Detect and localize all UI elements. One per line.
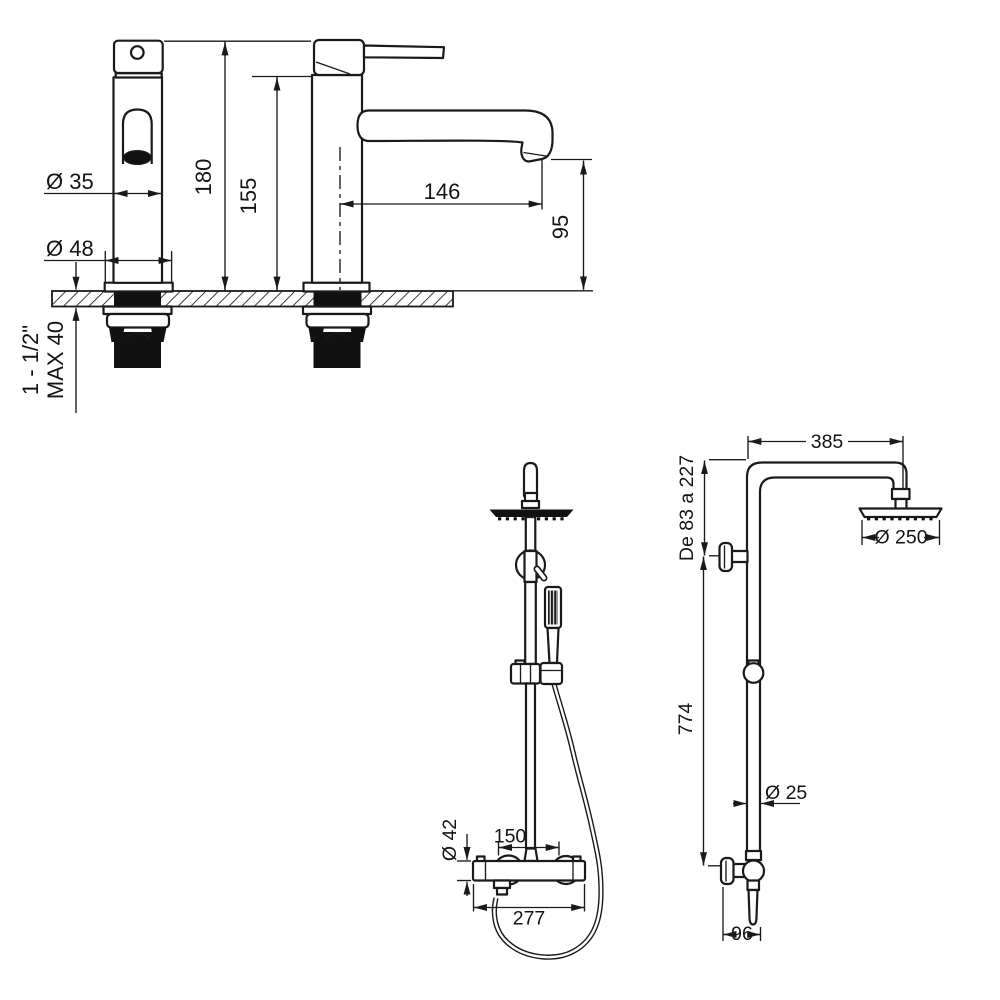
dim-arm-reach: 385 xyxy=(811,431,844,453)
hand-shower-ball-joint xyxy=(741,859,766,883)
dim-spout-reach: 146 xyxy=(424,179,461,204)
tap-cap-dot xyxy=(129,45,145,60)
shower-side-view xyxy=(718,461,943,926)
shower-arm-inner xyxy=(758,476,895,852)
deck-hole-side xyxy=(313,291,362,307)
slider-knob xyxy=(742,662,765,684)
dim-spout-diameter: Ø 35 xyxy=(46,169,94,194)
tap-dimensions: 180 155 Ø 35 Ø 48 1 - 1/2" MAX 40 146 xyxy=(18,40,593,413)
slider-bracket xyxy=(509,662,542,685)
wall-bracket-bottom xyxy=(719,856,735,886)
hand-shower-side-profile xyxy=(747,888,759,926)
tap-base-plate xyxy=(103,281,174,293)
dim-column-height: 774 xyxy=(675,703,697,736)
mounting-deck xyxy=(51,290,454,308)
hose-nut xyxy=(492,879,512,890)
hand-shower-holder xyxy=(539,661,564,686)
tap-front-view xyxy=(102,39,174,368)
hand-shower-handle xyxy=(546,626,560,665)
tap-spout-opening xyxy=(121,108,153,164)
dim-base-diameter: Ø 48 xyxy=(46,236,94,261)
riser-pipe-mid xyxy=(524,580,537,666)
tap-handle-lever xyxy=(362,44,446,60)
mixer-body xyxy=(471,859,587,882)
rain-shower-head-front xyxy=(489,509,574,517)
wall-bracket-top xyxy=(718,541,734,573)
tap-spout xyxy=(356,109,554,163)
riser-pipe-lower xyxy=(524,682,537,850)
head-connector-collar xyxy=(520,499,541,510)
dim-head-diameter: Ø 250 xyxy=(874,527,927,549)
wall-bracket-top-stem xyxy=(729,549,749,564)
rain-shower-head-side xyxy=(858,507,943,519)
shower-side-dimensions: 385 De 83 a 227 Ø 250 774 Ø 25 96 xyxy=(675,431,941,945)
tap-side-view xyxy=(301,38,554,370)
diverter-lever-face xyxy=(535,567,546,580)
mounting-shank xyxy=(102,305,173,368)
tap-body-side xyxy=(310,73,364,284)
dim-valve-width: 277 xyxy=(513,908,546,930)
mounting-shank-side xyxy=(301,305,373,370)
tap-body xyxy=(112,76,164,284)
dim-head-height-range: De 83 a 227 xyxy=(676,455,698,561)
tap-base-plate-side xyxy=(302,281,371,293)
dim-connection-size: 1 - 1/2" xyxy=(18,325,43,395)
deck-surface xyxy=(51,290,454,308)
pipe-end-fitting xyxy=(744,849,763,862)
mixer-valve xyxy=(471,847,587,896)
tap-aerator xyxy=(123,149,152,166)
tap-cap-seam xyxy=(114,72,163,79)
shower-hose xyxy=(491,683,604,960)
hand-shower-face xyxy=(548,590,558,625)
dim-bracket-offset: 96 xyxy=(731,923,753,945)
dim-outlet-height: 95 xyxy=(548,215,573,239)
head-connector-capsule xyxy=(522,461,539,498)
shower-arm-outer xyxy=(745,461,908,852)
tap-handle-seam xyxy=(315,61,351,75)
dim-valve-diameter: Ø 42 xyxy=(439,819,461,861)
dim-inlet-spacing: 150 xyxy=(494,826,527,848)
shower-front-view xyxy=(471,461,604,960)
dim-total-height: 180 xyxy=(191,159,216,196)
riser-pipe-upper xyxy=(524,515,537,555)
shower-front-dimensions: Ø 42 150 277 xyxy=(439,819,586,930)
dim-max-deck-thickness: MAX 40 xyxy=(43,321,68,399)
dim-pipe-diameter: Ø 25 xyxy=(765,782,807,804)
dim-body-height: 155 xyxy=(236,178,261,215)
arm-connector xyxy=(890,487,911,501)
deck-hole-front xyxy=(114,291,161,307)
tap-outlet-rim xyxy=(523,151,547,157)
